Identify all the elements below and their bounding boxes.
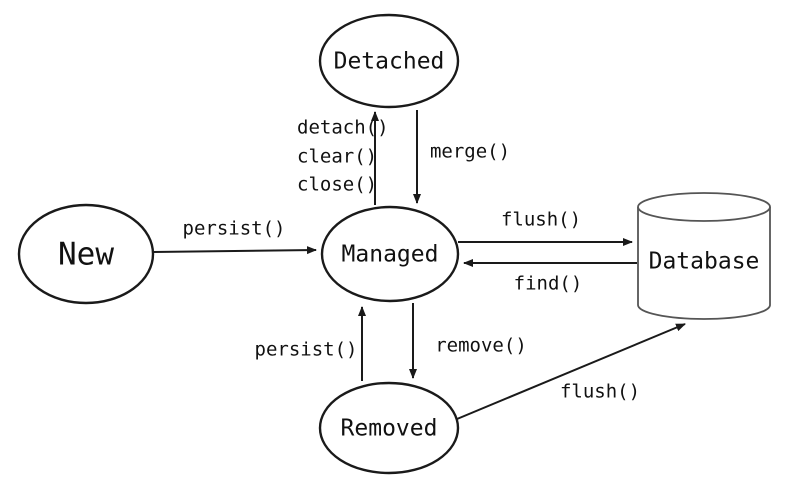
edge-label-clear: clear() xyxy=(297,145,378,168)
edge-label-remove: remove() xyxy=(435,334,527,357)
node-removed xyxy=(318,381,460,475)
node-label-managed: Managed xyxy=(341,241,439,268)
node-label-removed: Removed xyxy=(340,415,438,442)
edge-label-flush-bottom: flush() xyxy=(559,380,641,403)
edge-label-flush-top: flush() xyxy=(500,208,582,231)
arrow-flush-removed-to-database xyxy=(456,323,686,420)
node-managed xyxy=(320,205,460,303)
node-new xyxy=(17,203,155,305)
node-database-cylinder xyxy=(637,192,771,320)
node-detached xyxy=(318,13,460,109)
node-label-detached: Detached xyxy=(333,48,445,75)
node-label-new: New xyxy=(58,236,114,273)
cylinder-top xyxy=(637,192,771,222)
edge-label-persist-removed: persist() xyxy=(254,338,358,361)
edge-label-find: find() xyxy=(513,272,583,295)
edge-label-detach: detach() xyxy=(297,116,389,139)
cylinder-body xyxy=(637,207,771,320)
edge-label-merge: merge() xyxy=(429,140,511,163)
arrow-persist-new-to-managed xyxy=(152,246,317,255)
node-label-database: Database xyxy=(648,248,760,275)
edge-label-close: close() xyxy=(297,173,378,196)
edge-label-persist-new: persist() xyxy=(182,217,286,240)
